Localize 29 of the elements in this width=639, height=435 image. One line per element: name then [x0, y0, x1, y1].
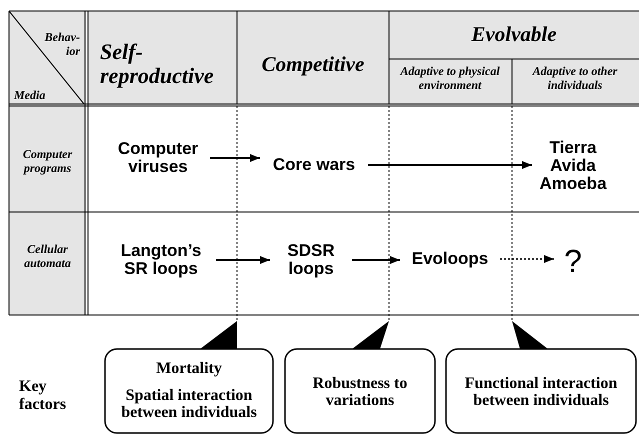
callout-bubble — [445, 321, 637, 434]
callout-text: Mortality — [155, 360, 223, 377]
arrow — [352, 256, 400, 264]
entry-text: Tierra Avida Amoeba — [538, 139, 608, 193]
callout-text: Functional interaction between individuals — [464, 375, 618, 409]
row-header: Computer programs — [22, 147, 74, 175]
callout-text: Robustness to variations — [312, 375, 408, 409]
callout-text: Spatial interaction between individuals — [120, 387, 258, 421]
entry-text: SDSR loops — [276, 242, 346, 278]
entry-text: Computer viruses — [112, 140, 204, 176]
row-header: Cellular automata — [23, 242, 72, 270]
callout-bubble — [284, 321, 436, 434]
column-subheader: Adaptive to physical environment — [400, 64, 500, 92]
entry-text: Langton’s SR loops — [112, 242, 210, 278]
arrow — [216, 256, 270, 264]
entry-text: ? — [560, 244, 586, 278]
column-header: Evolvable — [470, 22, 558, 46]
column-header: Self- reproductive — [100, 40, 215, 88]
arrow — [500, 255, 554, 263]
side-label: Key factors — [19, 378, 68, 414]
corner-header-label: Behav- ior — [44, 30, 80, 58]
entry-text: Core wars — [266, 156, 362, 174]
arrow — [210, 154, 260, 162]
column-subheader: Adaptive to other individuals — [531, 64, 618, 92]
entry-text: Evoloops — [406, 250, 494, 268]
column-header: Competitive — [260, 52, 366, 76]
arrow — [368, 161, 532, 169]
callout-bubble — [104, 321, 274, 434]
corner-header-label: Media — [14, 88, 46, 102]
